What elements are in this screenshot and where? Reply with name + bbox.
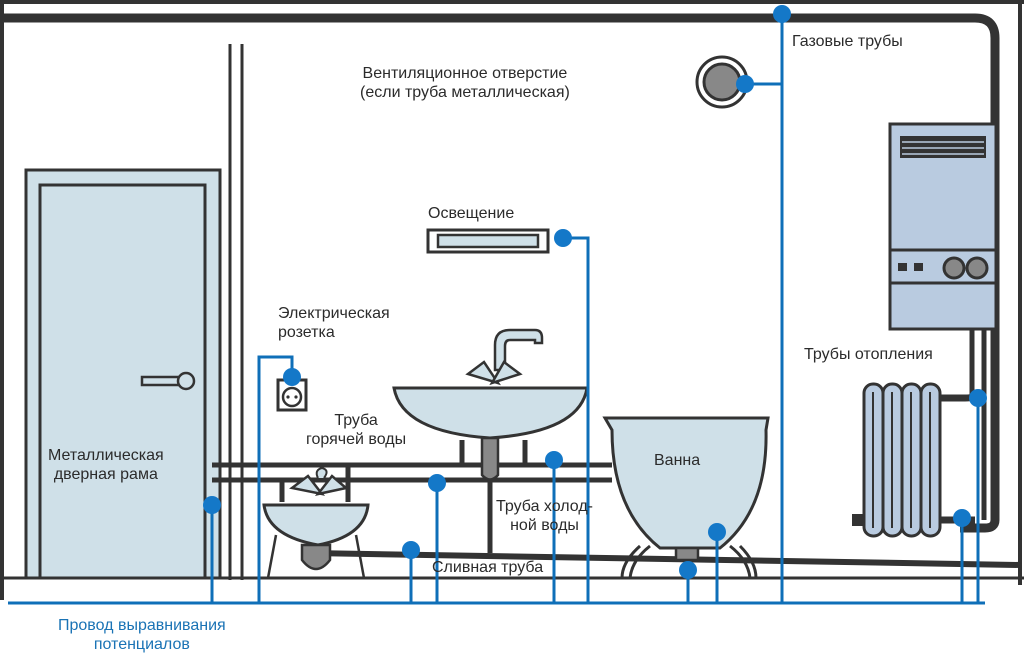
label-vent-line2: (если труба металлическая) <box>360 84 570 101</box>
label-drain: Сливная труба <box>432 559 544 576</box>
node-door <box>203 496 221 514</box>
sink-icon <box>392 328 589 481</box>
bathtub-icon <box>602 416 770 579</box>
label-hot-water-line1: Труба <box>334 412 378 429</box>
label-hot-water: Труба горячей воды <box>306 411 406 449</box>
node-bath-drain <box>679 561 697 579</box>
label-bath: Ванна <box>654 452 701 469</box>
lamp-icon <box>426 228 550 254</box>
drain-pipe <box>309 550 1021 568</box>
node-cold-water <box>545 451 563 469</box>
label-socket: Электрическая розетка <box>278 304 390 342</box>
label-heating: Трубы отопления <box>804 346 933 363</box>
label-bonding-wire-line2: потенциалов <box>93 636 190 653</box>
label-door-frame-line1: Металлическая <box>48 447 164 464</box>
node-vent <box>736 75 754 93</box>
label-door-frame: Металлическая дверная рама <box>48 446 164 484</box>
node-hot-water <box>428 474 446 492</box>
radiator-icon <box>852 382 979 538</box>
label-vent-line1: Вентиляционное отверстие <box>362 65 568 82</box>
bidet-icon <box>262 466 370 579</box>
water-pipes <box>212 440 612 553</box>
label-gas-pipes: Газовые трубы <box>792 33 903 50</box>
wire-light <box>563 236 590 603</box>
label-bonding-wire: Провод выравнивания потенциалов <box>58 616 226 654</box>
label-socket-line1: Электрическая <box>278 305 390 322</box>
node-radiator-high <box>969 389 987 407</box>
node-bath <box>708 523 726 541</box>
label-bonding-wire-line1: Провод выравнивания <box>58 617 226 634</box>
label-cold-water-line1: Труба холод- <box>496 498 594 515</box>
metal-door-frame <box>24 168 222 580</box>
node-light <box>554 229 572 247</box>
wire-socket <box>257 355 294 603</box>
label-vent: Вентиляционное отверстие (если труба мет… <box>360 64 570 102</box>
label-socket-line2: розетка <box>278 324 335 341</box>
bonding-nodes <box>203 5 987 579</box>
label-door-frame-line2: дверная рама <box>53 466 158 483</box>
node-gas <box>773 5 791 23</box>
door-handle-icon <box>140 371 196 391</box>
label-hot-water-line2: горячей воды <box>306 431 407 448</box>
label-lighting: Освещение <box>428 205 515 222</box>
label-cold-water-line2: ной воды <box>510 517 579 534</box>
gas-boiler-icon <box>888 122 998 520</box>
node-drain <box>402 541 420 559</box>
vent-icon <box>695 55 749 109</box>
node-socket <box>283 368 301 386</box>
node-radiator-low <box>953 509 971 527</box>
label-cold-water: Труба холод- ной воды <box>496 497 593 535</box>
